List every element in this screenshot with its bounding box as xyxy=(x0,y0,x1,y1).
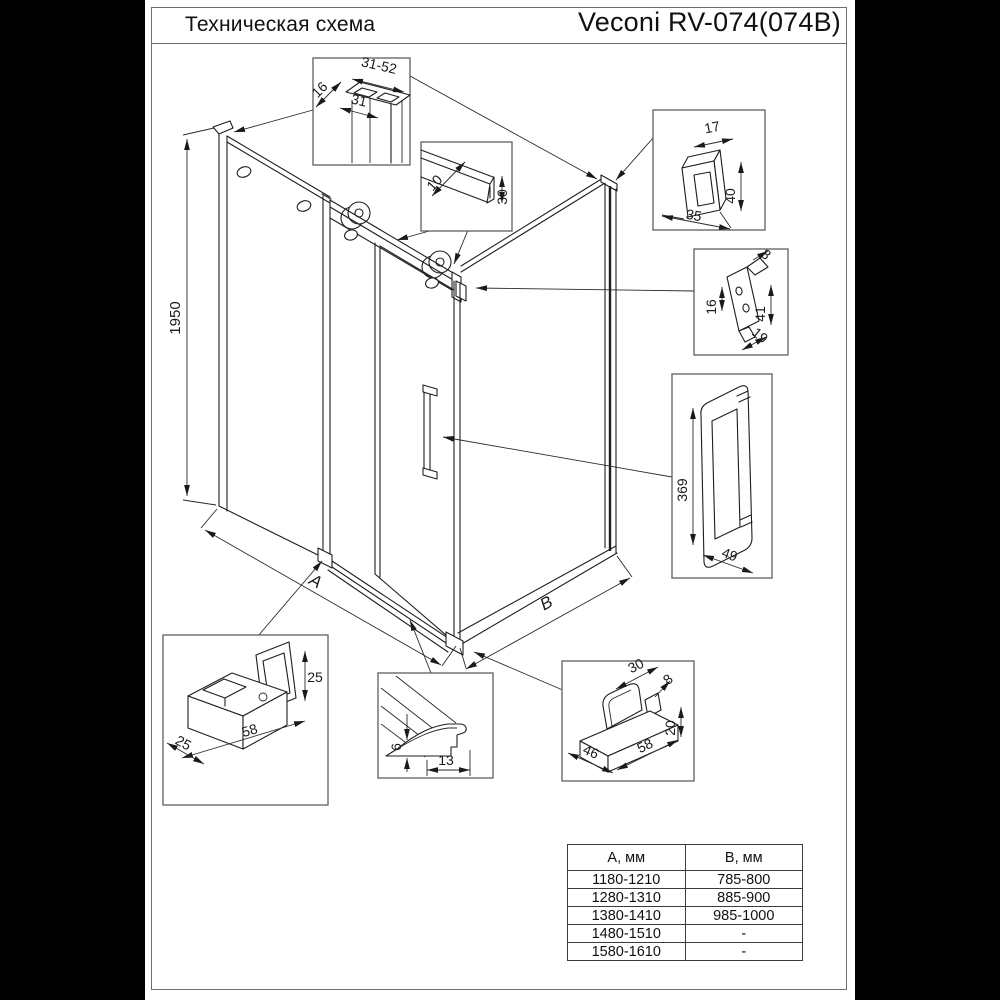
dim-block-height: 40 xyxy=(722,188,738,204)
size-a-value: 1580-1610 xyxy=(567,942,686,961)
table-row: 1380-1410 985-1000 xyxy=(567,906,803,925)
table-row: 1280-1310 885-900 xyxy=(567,888,803,907)
dim-guide-length: 58 xyxy=(240,720,260,740)
detail-threshold: 6 13 xyxy=(377,672,494,779)
size-a-value: 1480-1510 xyxy=(567,924,686,943)
model-title: Veconi RV-074(074B) xyxy=(578,7,841,37)
detail-wall-profile-section: 16 31-52 31 xyxy=(308,53,411,166)
bottom-sill xyxy=(317,547,464,656)
dim-block-depth: 17 xyxy=(703,118,722,137)
right-side-panel xyxy=(457,174,618,646)
detail-bottom-guide: 30 8 20 46 58 xyxy=(561,655,695,782)
dim-threshold-height: 6 xyxy=(388,743,404,751)
size-b-value: 885-900 xyxy=(684,888,803,907)
size-b-value: 785-800 xyxy=(684,870,803,889)
detail-roller-guide: 25 58 25 xyxy=(162,634,329,806)
detail-handle: 369 49 xyxy=(671,373,773,579)
mount-hole xyxy=(236,166,252,178)
sill-guide-corner xyxy=(445,631,464,656)
size-table-header-row: А, мм В, мм xyxy=(567,844,803,871)
corner-bracket-piece xyxy=(455,280,467,302)
anti-jump-clip xyxy=(344,229,358,241)
dimension-height: 1950 xyxy=(167,127,217,506)
size-table-header-b: В, мм xyxy=(684,844,803,871)
roller xyxy=(428,250,452,274)
dim-profile-width: 31 xyxy=(350,91,369,110)
detail-wall-block: 17 40 35 xyxy=(652,109,766,231)
dim-guide-height: 25 xyxy=(307,669,323,685)
dim-bracket-height: 41 xyxy=(752,306,768,322)
dim-block-width: 35 xyxy=(685,206,703,224)
dim-bracket-holespan: 16 xyxy=(703,299,719,315)
size-table-header-a: А, мм xyxy=(567,844,686,871)
door-handle xyxy=(422,384,438,480)
size-a-value: 1280-1310 xyxy=(567,888,686,907)
sheet-title: Техническая схема xyxy=(185,13,376,36)
dim-profile-adjust: 31-52 xyxy=(360,53,399,77)
dimension-depth-B: B xyxy=(459,555,633,670)
mount-hole xyxy=(296,200,312,212)
dim-handle-width: 49 xyxy=(720,544,740,564)
dim-threshold-width: 13 xyxy=(438,752,454,768)
dim-height-label: 1950 xyxy=(167,301,184,334)
anti-jump-clip xyxy=(425,277,439,289)
dim-bottomguide-slot: 30 xyxy=(625,655,646,676)
dim-bottomguide-height: 20 xyxy=(662,720,678,736)
leader-lines xyxy=(233,75,695,692)
detail-top-rail: 10 30 xyxy=(420,141,513,232)
header-divider xyxy=(151,43,847,44)
size-b-value: 985-1000 xyxy=(684,906,803,925)
dim-handle-length: 369 xyxy=(674,478,690,502)
dim-bottomguide-depth: 46 xyxy=(581,741,602,762)
table-row: 1580-1610 - xyxy=(567,942,803,961)
left-side-panel xyxy=(212,120,332,562)
top-rail-assembly xyxy=(329,199,467,303)
size-a-value: 1380-1410 xyxy=(567,906,686,925)
dim-bottomguide-length: 58 xyxy=(634,735,655,756)
main-enclosure-view: 1950 A B xyxy=(167,75,695,692)
dim-guide-depth: 25 xyxy=(173,732,195,754)
technical-drawing: 1950 A B xyxy=(162,53,789,806)
table-row: 1180-1210 785-800 xyxy=(567,870,803,889)
size-b-value: - xyxy=(684,924,803,943)
size-a-value: 1180-1210 xyxy=(567,870,686,889)
table-row: 1480-1510 - xyxy=(567,924,803,943)
detail-corner-bracket: 8 16 41 19 xyxy=(693,246,789,356)
dim-B-label: B xyxy=(537,592,556,614)
sliding-door xyxy=(374,242,461,646)
size-b-value: - xyxy=(684,942,803,961)
drawing-sheet: 1950 A B xyxy=(145,0,855,1000)
dim-rail-height: 30 xyxy=(494,189,510,205)
size-table: А, мм В, мм 1180-1210 785-800 1280-1310 … xyxy=(567,844,803,961)
